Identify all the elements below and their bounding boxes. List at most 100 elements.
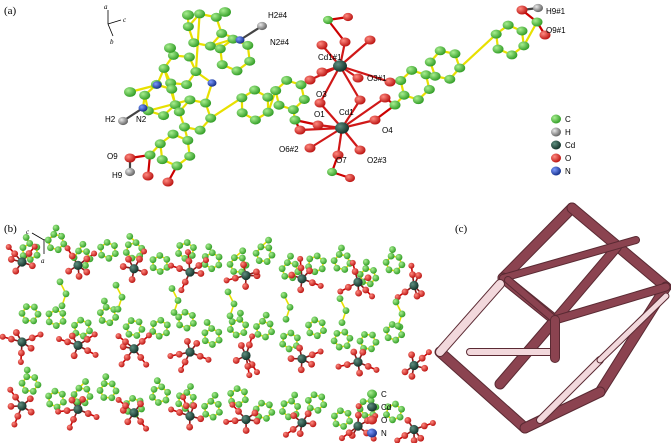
atom-label-o4: O4 (382, 126, 393, 135)
oxygen-atom (125, 255, 132, 263)
oxygen-atom (235, 407, 242, 415)
oxygen-atom (79, 395, 86, 403)
oxygen-atom (401, 432, 409, 439)
carbon-atom (236, 315, 244, 323)
oxygen-atom (7, 255, 15, 263)
carbon-atom (327, 167, 337, 177)
carbon-atom (343, 342, 351, 350)
carbon-atom (208, 325, 216, 332)
oxygen-atom (84, 347, 92, 355)
hydrogen-atom (125, 167, 135, 177)
oxygen-atom (11, 421, 18, 428)
panel-c-label: (c) (455, 223, 468, 235)
carbon-atom (210, 12, 222, 22)
oxygen-atom (168, 406, 175, 413)
carbon-atom (320, 401, 328, 409)
panel-a-label: (a) (4, 5, 17, 17)
carbon-atom (70, 391, 78, 398)
oxygen-atom (196, 352, 204, 360)
carbon-atom (62, 290, 70, 298)
oxygen-atom (186, 423, 194, 431)
bond (341, 97, 386, 129)
oxygen-atom (137, 400, 144, 408)
cadmium-atom (73, 260, 83, 270)
net-rod (500, 237, 639, 281)
oxygen-atom (415, 272, 423, 279)
carbon-atom (420, 70, 432, 80)
oxygen-atom (352, 73, 364, 83)
carbon-atom (44, 236, 52, 244)
oxygen-atom (408, 372, 416, 380)
carbon-atom (182, 22, 194, 32)
panel-a-axis-a: a (104, 3, 108, 11)
carbon-atom (294, 403, 301, 410)
atom-label-cd1-1: Cd1#1 (318, 53, 342, 62)
oxygen-atom (197, 415, 205, 423)
carbon-atom (97, 243, 105, 251)
oxygen-atom (296, 430, 304, 438)
carbon-atom (490, 29, 502, 39)
carbon-atom (202, 410, 210, 418)
oxygen-atom (181, 358, 189, 366)
cadmium-atom (73, 340, 83, 350)
legend-a-o-label: O (565, 154, 571, 163)
carbon-atom (175, 313, 183, 321)
carbon-atom (183, 239, 191, 246)
carbon-atom (208, 249, 216, 257)
oxygen-atom (223, 418, 230, 425)
carbon-atom (54, 246, 62, 254)
oxygen-atom (7, 386, 14, 393)
oxygen-atom (384, 77, 396, 87)
carbon-atom (22, 303, 30, 311)
carbon-atom (395, 76, 407, 86)
carbon-atom (241, 396, 249, 404)
oxygen-atom (83, 255, 91, 263)
carbon-atom (230, 268, 238, 275)
carbon-atom (335, 343, 343, 351)
bond (339, 39, 371, 67)
carbon-atom (238, 254, 246, 262)
carbon-atom (423, 84, 435, 94)
oxygen-atom (231, 417, 239, 425)
carbon-atom (343, 252, 351, 260)
oxygen-atom (138, 337, 146, 345)
oxygen-atom (31, 243, 38, 250)
carbon-atom (338, 319, 346, 326)
oxygen-atom (287, 355, 295, 363)
carbon-atom (52, 322, 60, 330)
carbon-atom (111, 242, 118, 249)
carbon-atom (279, 340, 287, 348)
oxygen-atom (316, 40, 328, 50)
legend-b-o-swatch (367, 415, 377, 425)
carbon-atom (183, 324, 191, 332)
carbon-atom (122, 323, 130, 331)
oxygen-atom (308, 279, 316, 287)
oxygen-atom (369, 115, 381, 125)
carbon-atom (132, 239, 140, 247)
carbon-atom (45, 318, 53, 326)
bond (319, 65, 341, 104)
panel-b-legend: C Cd O N (367, 389, 391, 438)
oxygen-atom (203, 257, 210, 264)
oxygen-atom (335, 363, 342, 370)
hydrogen-atom (533, 3, 543, 13)
carbon-atom (289, 115, 301, 125)
oxygen-atom (124, 153, 136, 163)
carbon-atom (228, 318, 236, 326)
carbon-atom (434, 46, 446, 56)
carbon-atom (330, 337, 338, 345)
oxygen-atom (142, 171, 154, 181)
oxygen-atom (178, 287, 185, 294)
oxygen-atom (143, 425, 150, 432)
carbon-atom (162, 396, 170, 404)
carbon-atom (288, 397, 295, 405)
carbon-atom (181, 308, 189, 316)
oxygen-atom (350, 348, 358, 356)
carbon-atom (102, 303, 110, 311)
oxygen-atom (408, 351, 415, 359)
carbon-atom (384, 334, 392, 342)
oxygen-atom (317, 282, 324, 289)
oxygen-atom (253, 369, 260, 376)
carbon-atom (454, 63, 466, 73)
carbon-atom (189, 393, 197, 401)
